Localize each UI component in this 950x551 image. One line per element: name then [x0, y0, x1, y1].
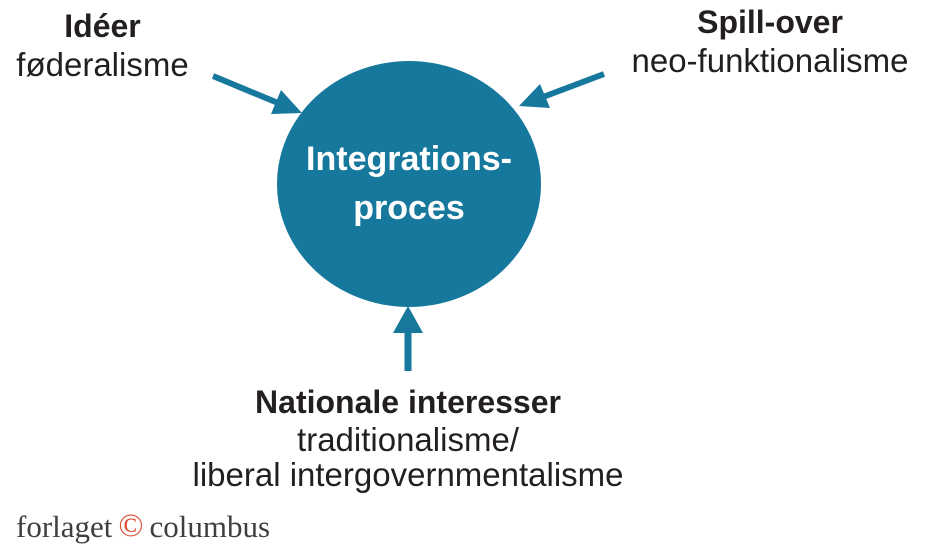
center-node-line1: Integrations-	[306, 140, 512, 178]
factor-ideer-title: Idéer	[64, 8, 141, 44]
arrow-top-right-icon	[519, 71, 606, 108]
factor-ideer-subtitle: føderalisme	[16, 46, 189, 83]
factor-spill-over: Spill-over neo-funktionalisme	[595, 2, 945, 79]
factor-nationale-interesser-subtitle-line2: liberal intergovernmentalisme	[192, 456, 624, 493]
factor-spill-over-title: Spill-over	[697, 4, 843, 40]
factor-spill-over-subtitle: neo-funktionalisme	[631, 42, 909, 79]
center-node-integrationsproces: Integrations- proces	[277, 61, 541, 307]
publisher-logo-columbus: columbus	[149, 509, 271, 544]
factor-nationale-interesser-subtitle-line1: traditionalisme/	[297, 421, 519, 458]
factor-nationale-interesser: Nationale interesser traditionalisme/ li…	[108, 382, 708, 492]
publisher-logo-forlaget: forlaget	[16, 509, 113, 544]
arrow-top-left-icon	[211, 73, 302, 114]
center-node-line2: proces	[353, 189, 465, 227]
copyright-icon: ©	[118, 507, 144, 544]
arrow-bottom-icon	[393, 306, 423, 371]
publisher-logo: forlaget © columbus	[16, 509, 270, 545]
factor-ideer: Idéer føderalisme	[0, 6, 205, 83]
factor-nationale-interesser-title: Nationale interesser	[255, 384, 561, 420]
